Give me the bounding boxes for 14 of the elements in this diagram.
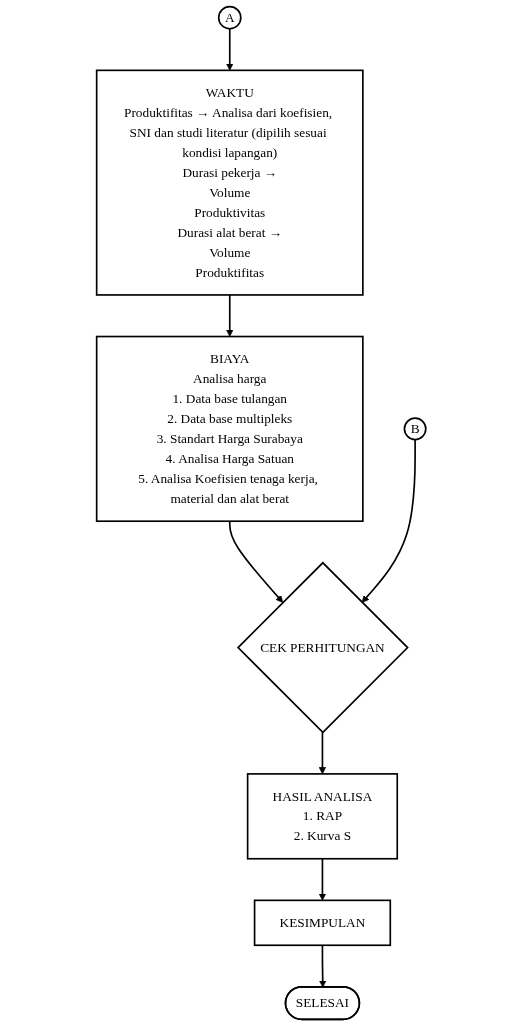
node-circle: A: [217, 5, 242, 30]
node-diamond: CEK PERHITUNGAN: [236, 561, 409, 734]
node-box: WAKTU Produktifitas → Analisa dari koefisien, SNI dan studi literatur (dipilih sesuai kondisi lapangan) Durasi pekerja → Volume Produktivitas Durasi alat berat → Volume Produktifitas: [95, 69, 364, 296]
node-box: BIAYA Analisa harga 1. Data base tulangan 2. Data base multipleks 3. Standart Harga Surabaya 4. Analisa Harga Satuan 5. Analisa Koefisien tenaga kerja, material dan alat berat: [95, 335, 364, 523]
arrow: [225, 294, 234, 337]
node-box: HASIL ANALISA 1. RAP 2. Kurva S: [246, 773, 398, 860]
arrow: [318, 731, 326, 775]
arrow: [228, 520, 283, 603]
arrow: [225, 27, 234, 71]
node-circle: B: [403, 417, 427, 441]
node-box: KESIMPULAN: [253, 899, 391, 947]
arrow: [318, 944, 327, 988]
arrow: [361, 438, 416, 603]
arrow: [318, 857, 326, 901]
